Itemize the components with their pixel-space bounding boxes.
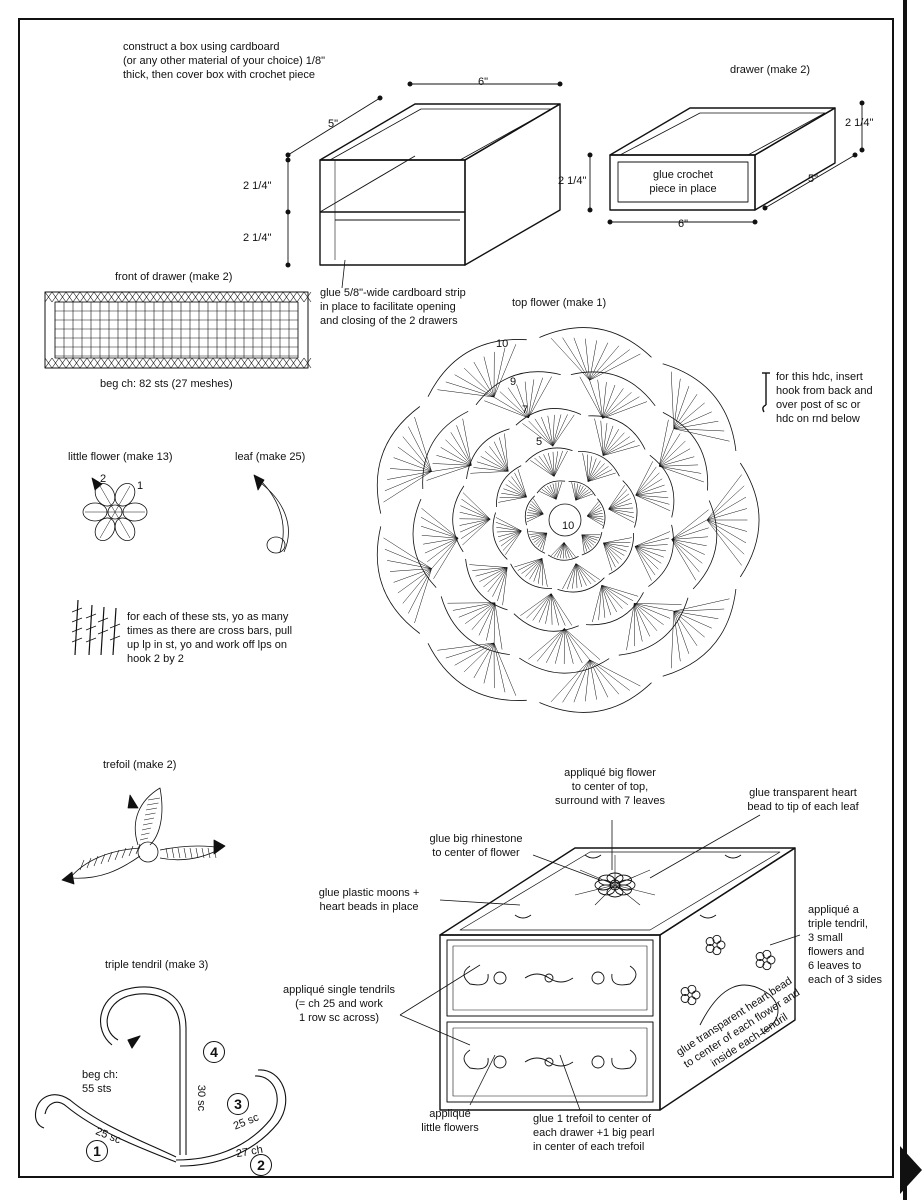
page-turn-arrow-icon[interactable] — [900, 1146, 922, 1194]
section-number-1: 1 — [86, 1140, 108, 1162]
tall-stitch-symbols — [74, 599, 117, 656]
drawer-drawing — [609, 107, 836, 211]
cardboard-box-drawing — [319, 103, 561, 266]
glue-heart-bead-note: glue transparent heart bead to tip of ea… — [747, 787, 859, 813]
drawer-dim-height: 2 1/4" — [558, 175, 587, 187]
annotation-leaders — [399, 814, 801, 1111]
dim-height-lower: 2 1/4" — [243, 232, 272, 244]
little-flower-label-2: 2 — [100, 473, 107, 485]
dim-width-6: 6" — [478, 76, 489, 88]
page-edge-bar — [903, 0, 907, 1200]
applique-big-flower-note: appliqué big flower to center of top, su… — [554, 767, 666, 807]
drawer-title: drawer (make 2) — [730, 64, 811, 76]
section-number-2: 2 — [250, 1154, 272, 1176]
dim-depth-5: 5" — [328, 118, 339, 130]
hdc-note: for this hdc, insert hook from back and … — [776, 371, 873, 425]
applique-single-note: appliqué single tendrils (= ch 25 and wo… — [283, 984, 395, 1024]
triple-tendril-chart — [34, 986, 287, 1167]
construct-box-note: construct a box using cardboard (or any … — [123, 41, 325, 81]
box-dimension-lines — [287, 83, 560, 265]
beg-ch-55-label: beg ch: 55 sts — [82, 1069, 119, 1095]
front-of-drawer-title: front of drawer (make 2) — [115, 271, 233, 283]
triple-tendril-title: triple tendril (make 3) — [105, 959, 209, 971]
dim-height-upper: 2 1/4" — [243, 180, 272, 192]
tendril-30sc: 30 sc — [195, 1084, 208, 1112]
page-border — [18, 18, 894, 1178]
little-flower-title: little flower (make 13) — [68, 451, 173, 463]
drawer-dim-5: 5" — [808, 173, 819, 185]
cross-bar-note: for each of these sts, yo as many times … — [127, 611, 293, 665]
round-label-5: 5 — [536, 436, 543, 448]
section-number-4: 4 — [203, 1041, 225, 1063]
round-label-center: 10 — [562, 520, 575, 532]
top-flower-chart — [376, 327, 760, 713]
section-number-3: 3 — [227, 1093, 249, 1115]
applique-triple-note: appliqué a triple tendril, 3 small flowe… — [808, 904, 882, 986]
front-of-drawer-chart — [44, 291, 309, 369]
trefoil-title: trefoil (make 2) — [103, 759, 177, 771]
top-flower-title: top flower (make 1) — [512, 297, 607, 309]
glue-crochet-note: glue crochet piece in place — [649, 169, 717, 195]
round-label-9: 9 — [510, 376, 517, 388]
round-label-7: 7 — [522, 404, 529, 416]
drawer-dim-height-right: 2 1/4" — [845, 117, 874, 129]
hook-marker-icon — [762, 372, 770, 413]
glue-moons-note: glue plastic moons + heart beads in plac… — [318, 887, 420, 913]
applique-little-note: appliqué little flowers — [421, 1108, 479, 1134]
leaf-chart — [253, 474, 289, 554]
glue-rhinestone-note: glue big rhinestone to center of flower — [429, 833, 523, 859]
little-flower-chart — [82, 477, 148, 542]
glue-trefoil-note: glue 1 trefoil to center of each drawer … — [533, 1113, 655, 1153]
drawer-dim-6: 6" — [678, 218, 689, 230]
trefoil-chart — [61, 787, 226, 885]
leaf-title: leaf (make 25) — [235, 451, 306, 463]
little-flower-label-1: 1 — [137, 480, 144, 492]
finished-box-drawing — [439, 847, 796, 1111]
glue-strip-note: glue 5/8"-wide cardboard strip in place … — [320, 287, 466, 327]
beg-ch-82-label: beg ch: 82 sts (27 meshes) — [100, 378, 233, 390]
round-label-10: 10 — [496, 338, 509, 350]
